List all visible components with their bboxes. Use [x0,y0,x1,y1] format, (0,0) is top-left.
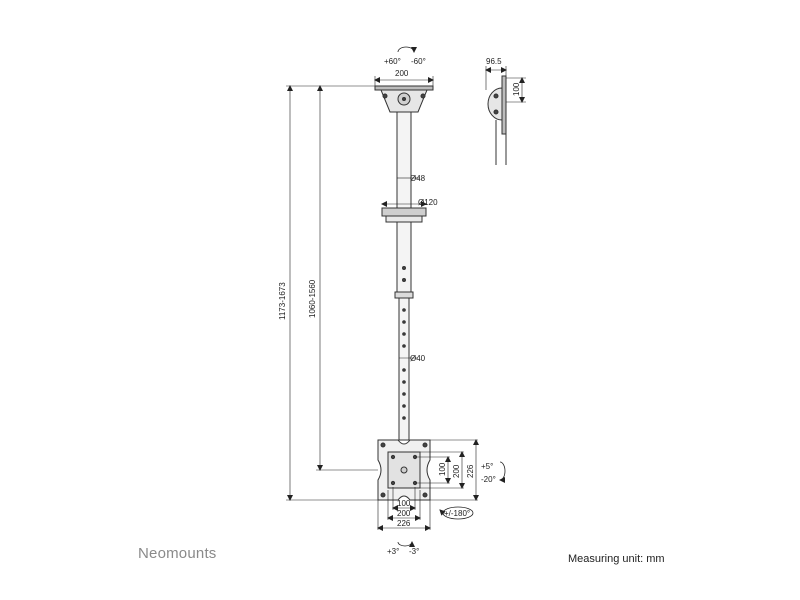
vesa-width-200-label: 200 [397,509,411,518]
tilt-down-label: -20° [481,475,496,484]
tilt-up-label: +5° [481,462,493,471]
vesa-height-dimensions [415,439,479,501]
brand-logo-text: Neomounts [138,545,217,562]
measuring-unit: Measuring unit: mm [568,553,665,565]
vesa-width-dimensions [377,487,431,531]
vesa-height-200-label: 200 [452,464,461,478]
collar-diameter-label: Ø120 [418,198,438,207]
side-view-dimensions [485,66,526,103]
side-height-label: 100 [512,82,521,96]
middle-pole [396,221,412,293]
swivel-label: +/-180° [444,509,470,518]
tilt-arrow [499,461,506,483]
level-arrow [397,541,415,548]
collar [381,207,427,223]
total-height-dimension [286,85,378,501]
vesa-plate [377,439,431,501]
lower-pole [394,291,414,441]
pole-length-label: 1060-1560 [308,279,317,318]
upper-pole [396,111,412,209]
lower-pole-diameter-label: Ø40 [410,354,426,363]
level-right-label: -3° [409,547,419,556]
vesa-width-100-label: 100 [397,499,411,508]
ceiling-plate [374,85,434,113]
top-rotation-left-label: +60° [384,57,401,66]
vesa-height-226-label: 226 [466,464,475,478]
top-rotation-right-label: -60° [411,57,426,66]
upper-pole-diameter-label: Ø48 [410,174,426,183]
top-plate-width-label: 200 [395,69,409,78]
vesa-width-226-label: 226 [397,519,411,528]
side-view [487,75,507,165]
top-rotation-arrow [397,46,417,53]
swivel-arrow [439,506,474,520]
pole-length-dimension [316,85,378,471]
total-height-label: 1173-1673 [278,282,287,320]
vesa-height-100-label: 100 [438,462,447,476]
level-left-label: +3° [387,547,399,556]
side-depth-label: 96.5 [486,57,502,66]
